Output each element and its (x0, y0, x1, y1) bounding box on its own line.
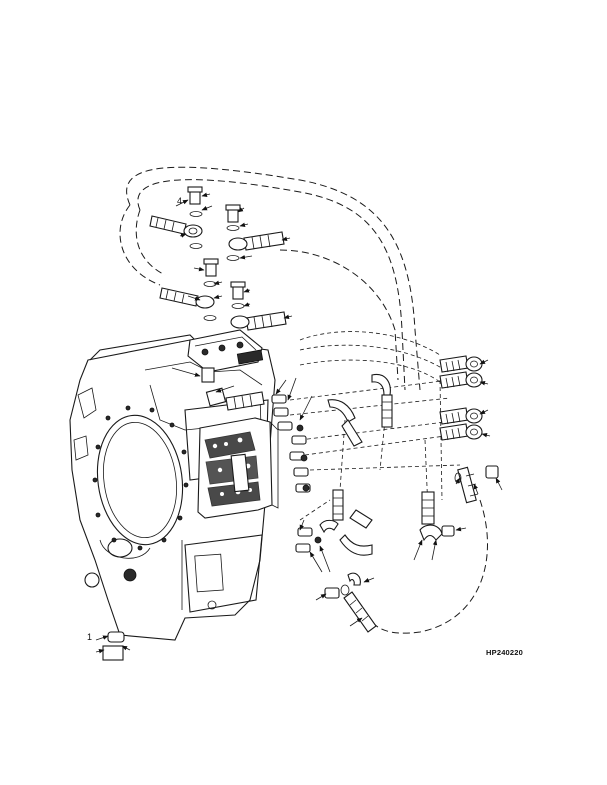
right-hose-end-fittings (439, 355, 483, 441)
figure-identifier: HP240220 (486, 648, 524, 657)
callout-number-4: 4 (177, 196, 183, 206)
callout-number-1: 1 (87, 632, 93, 642)
transmission-housing (69, 334, 276, 641)
manifold-block (187, 329, 265, 411)
upper-hose-assemblies (149, 186, 287, 339)
lower-hoses-and-elbows (319, 373, 499, 633)
callout-arrows (95, 192, 503, 654)
valve-port-fittings (102, 394, 322, 661)
hydraulic-hose-lines (119, 166, 488, 634)
control-valve-body (197, 417, 279, 519)
